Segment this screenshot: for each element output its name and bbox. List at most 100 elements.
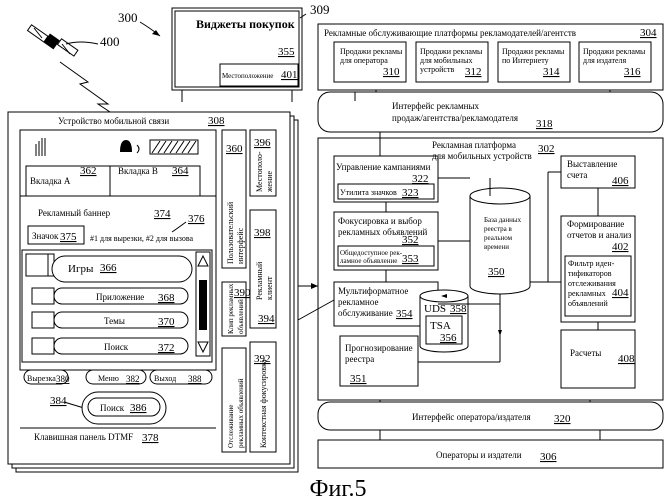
ad-platforms-title: Рекламные обслуживающие платформы реклам… — [324, 28, 576, 38]
ref-320: 320 — [554, 413, 571, 425]
menu-themes: Темы — [104, 316, 125, 326]
operator-interface: Интерфейс оператора/издателя 320 — [318, 402, 663, 430]
ref-368: 368 — [158, 292, 175, 304]
ref-304: 304 — [640, 27, 657, 39]
ref-362: 362 — [80, 165, 97, 177]
ad-banner-label: Рекламный баннер — [38, 208, 111, 218]
ref-358: 358 — [450, 303, 467, 315]
svg-text:Фокусировка и выбор: Фокусировка и выбор — [338, 216, 422, 226]
svg-text:Рекламный: Рекламный — [255, 261, 264, 300]
svg-text:Общедоступное рек-: Общедоступное рек- — [340, 249, 403, 257]
ref-382: 382 — [126, 374, 140, 384]
figure-caption: Фиг.5 — [310, 476, 367, 500]
uds-tsa-storage: UDS 358 TSA 356 — [420, 290, 468, 352]
ref-406: 406 — [612, 175, 629, 187]
ref-350: 350 — [488, 266, 505, 278]
svg-text:Интерфейс рекламных: Интерфейс рекламных — [392, 101, 480, 111]
ref-314: 314 — [543, 66, 560, 78]
svg-text:Мультиформатное: Мультиформатное — [338, 286, 408, 296]
svg-text:отчетов и анализ: отчетов и анализ — [567, 230, 632, 240]
svg-text:Пользовательский: Пользовательский — [226, 201, 235, 264]
ref-380: 380 — [56, 374, 70, 384]
svg-text:продаж/агентства/рекламодателя: продаж/агентства/рекламодателя — [392, 113, 518, 123]
ref-400: 400 — [100, 34, 120, 49]
menu-games: Игры — [68, 263, 94, 275]
icon-label: Значок — [32, 231, 59, 241]
svg-text:ламное объявление: ламное объявление — [340, 257, 397, 265]
ref-376: 376 — [188, 213, 205, 225]
ref-352: 352 — [402, 234, 419, 246]
ad-serving-platforms: Рекламные обслуживающие платформы реклам… — [318, 24, 663, 90]
svg-text:Прогнозирование: Прогнозирование — [345, 343, 413, 353]
ref-396: 396 — [254, 137, 271, 149]
satellite-icon — [28, 25, 78, 56]
ref-354: 354 — [396, 308, 413, 320]
ref-400-leader — [66, 42, 98, 44]
svg-text:Фильтр иден-: Фильтр иден- — [568, 259, 615, 268]
ref-312: 312 — [465, 66, 482, 78]
location-label-small: Местоположение — [222, 72, 273, 80]
svg-text:реестра: реестра — [345, 354, 374, 364]
softkey-cut: Вырезка — [27, 374, 56, 383]
svg-text:Утилита значков: Утилита значков — [340, 188, 397, 197]
svg-text:Интерфейс оператора/издателя: Интерфейс оператора/издателя — [412, 412, 531, 422]
svg-text:обслуживание: обслуживание — [338, 308, 393, 318]
svg-text:объявлений: объявлений — [568, 299, 608, 308]
ref-401: 401 — [281, 69, 298, 81]
ref-372: 372 — [158, 342, 175, 354]
ref-398: 398 — [254, 227, 271, 239]
ref-370: 370 — [158, 316, 175, 328]
softkey-exit: Выход — [154, 374, 176, 383]
mobile-device: Устройство мобильной связи 308 362 Вклад… — [8, 112, 298, 472]
svg-text:Продажи рекламы: Продажи рекламы — [340, 47, 403, 56]
svg-text:рекламное: рекламное — [338, 297, 378, 307]
svg-text:для мобильных устройств: для мобильных устройств — [432, 151, 532, 161]
ref-408: 408 — [618, 353, 635, 365]
ref-360: 360 — [226, 143, 243, 155]
svg-text:База данных: База данных — [484, 216, 522, 224]
ref-390: 390 — [234, 287, 251, 299]
svg-text:реестра в: реестра в — [484, 225, 512, 233]
svg-text:объявлений: объявлений — [237, 299, 245, 334]
svg-text:счета: счета — [567, 170, 587, 180]
svg-text:Продажи рекламы: Продажи рекламы — [583, 47, 646, 56]
svg-text:для мобильных: для мобильных — [420, 56, 472, 65]
svg-text:TSA: TSA — [430, 320, 451, 332]
ref-306: 306 — [540, 451, 557, 463]
svg-text:Расчеты: Расчеты — [570, 348, 601, 358]
svg-text:Рекламная платформа: Рекламная платформа — [432, 140, 516, 150]
ref-323: 323 — [402, 187, 419, 199]
sales-interface: Интерфейс рекламных продаж/агентства/рек… — [318, 92, 663, 132]
svg-text:тификаторов: тификаторов — [568, 269, 612, 278]
ref-309: 309 — [310, 2, 330, 17]
svg-text:Выставление: Выставление — [567, 159, 617, 169]
svg-text:клиент: клиент — [265, 276, 274, 300]
ref-404: 404 — [612, 287, 629, 299]
svg-text:Формирование: Формирование — [567, 219, 624, 229]
dtmf-label: Клавишная панель DTMF — [34, 432, 133, 442]
shopping-widgets: Виджеты покупок 355 Местоположение 401 — [172, 8, 302, 102]
svg-text:по Интернету: по Интернету — [502, 56, 549, 65]
wireless-link-icon — [60, 62, 122, 120]
svg-text:жение: жение — [265, 170, 274, 193]
ref-310: 310 — [383, 66, 400, 78]
svg-text:устройств: устройств — [420, 65, 454, 74]
ref-355: 355 — [278, 46, 295, 58]
svg-text:Местополо-: Местополо- — [255, 151, 264, 192]
operators-publishers: Операторы и издатели 306 — [318, 440, 663, 468]
svg-text:отслеживания: отслеживания — [568, 279, 616, 288]
svg-text:рекламных: рекламных — [568, 289, 606, 298]
ref-384: 384 — [50, 395, 67, 407]
svg-text:времени: времени — [484, 243, 509, 251]
menu-apps: Приложение — [96, 292, 144, 302]
ref-356: 356 — [440, 332, 457, 344]
ref-322: 322 — [412, 173, 429, 185]
svg-text:Продажи рекламы: Продажи рекламы — [420, 47, 483, 56]
svg-text:реальном: реальном — [484, 234, 513, 242]
ref-318: 318 — [536, 118, 553, 130]
ref-364: 364 — [172, 165, 189, 177]
svg-text:UDS: UDS — [424, 303, 446, 315]
ref-351: 351 — [350, 373, 367, 385]
cut-call-hint: #1 для вырезки, #2 для вызова — [90, 234, 194, 243]
